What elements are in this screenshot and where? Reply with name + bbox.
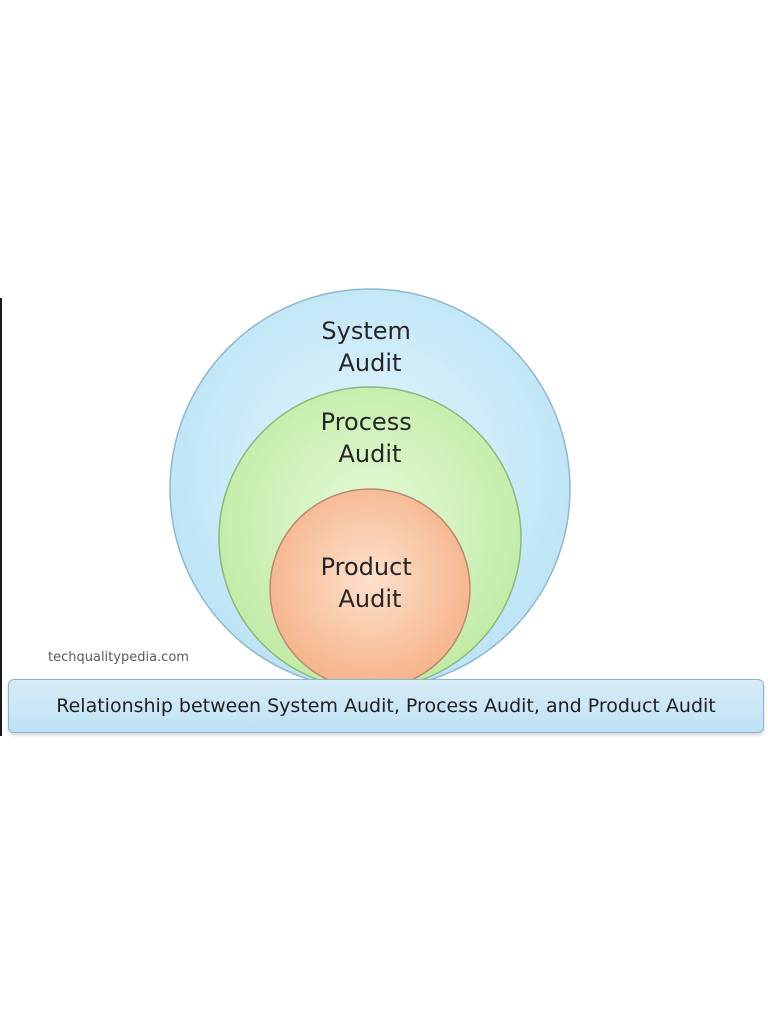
svg-text:Process Audit: Process Audit (321, 408, 420, 468)
product-audit-label-line-2: Audit (339, 585, 402, 613)
product-audit-circle: Product Audit (269, 488, 471, 690)
process-audit-label-line-1: Process (321, 408, 412, 436)
caption-text: Relationship between System Audit, Proce… (56, 695, 716, 717)
svg-text:Product Audit: Product Audit (321, 553, 420, 613)
system-audit-label-line-1: System (321, 317, 411, 345)
process-audit-label-line-2: Audit (339, 440, 402, 468)
svg-text:System Audit: System Audit (321, 317, 418, 377)
system-audit-label-line-2: Audit (339, 349, 402, 377)
watermark-text: techqualitypedia.com (48, 650, 189, 665)
caption-box: Relationship between System Audit, Proce… (8, 679, 764, 733)
product-audit-label-line-1: Product (321, 553, 412, 581)
left-border-line (0, 298, 2, 736)
